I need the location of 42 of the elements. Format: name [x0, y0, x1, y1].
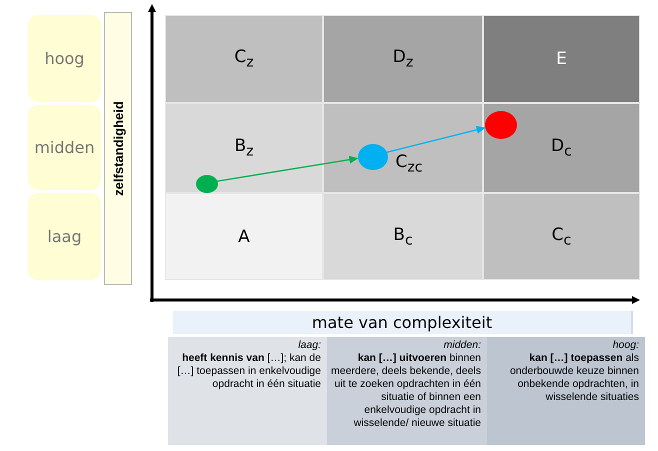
- level-card: [28, 193, 101, 280]
- arrow: [386, 126, 486, 154]
- matrix-cell: [323, 193, 483, 280]
- axis-title: zelfstandigheid: [110, 101, 126, 196]
- description-text: kan […] toepassen als onderbouwde keuze binnen onbekende opdrachten, in wisselende situaties: [508, 352, 639, 404]
- cell-letter: E: [556, 49, 567, 69]
- matrix-cell: [323, 103, 483, 193]
- level-label: hoog: [44, 49, 84, 68]
- dot-marker: [196, 175, 218, 193]
- level-heading: midden:: [442, 339, 481, 352]
- cell-letter: D$_{z}$: [392, 47, 414, 71]
- matrix-cell: [483, 193, 640, 280]
- description-text: kan […] uitvoeren binnen meerdere, deels bekende, deels uit te zoeken opdrachten in één situatie of binnen een enkelvoudige opdracht in wisselende/ nieuwe situatie: [331, 352, 481, 430]
- cell-letter: D$_{c}$: [551, 136, 572, 160]
- description-panel: [327, 337, 487, 445]
- axis-title-band: [104, 12, 132, 285]
- cell-letter: C$_{c}$: [552, 224, 572, 248]
- matrix-cell: [323, 15, 483, 103]
- axis-title-band: [173, 311, 633, 334]
- matrix-cell: [165, 15, 323, 103]
- dot-marker: [485, 111, 517, 139]
- level-card: [28, 15, 101, 102]
- arrow: [216, 156, 358, 182]
- matrix-cell: [165, 193, 323, 280]
- cell-letter: A: [238, 226, 250, 246]
- matrix-cell: [483, 15, 640, 103]
- level-heading: laag:: [297, 339, 321, 352]
- cell-letter: B$_{c}$: [393, 224, 413, 248]
- description-panel: [168, 337, 327, 445]
- description-panel: [487, 337, 645, 445]
- dot-marker: [358, 144, 388, 170]
- cell-letter: C$_{z}$: [234, 47, 254, 71]
- axis-title: mate van complexiteit: [312, 313, 492, 332]
- matrix-cell: [483, 103, 640, 193]
- level-heading: hoog:: [612, 339, 639, 352]
- level-label: laag: [47, 227, 82, 246]
- matrix-cell: [165, 103, 323, 193]
- description-text: heeft kennis van […]; kan de […] toepassen in enkelvoudige opdracht in één situatie: [176, 352, 321, 391]
- level-card: [28, 105, 101, 190]
- level-label: midden: [34, 138, 95, 157]
- cell-letter: B$_{z}$: [234, 136, 254, 160]
- cell-letter: C$_{zc}$: [395, 152, 423, 176]
